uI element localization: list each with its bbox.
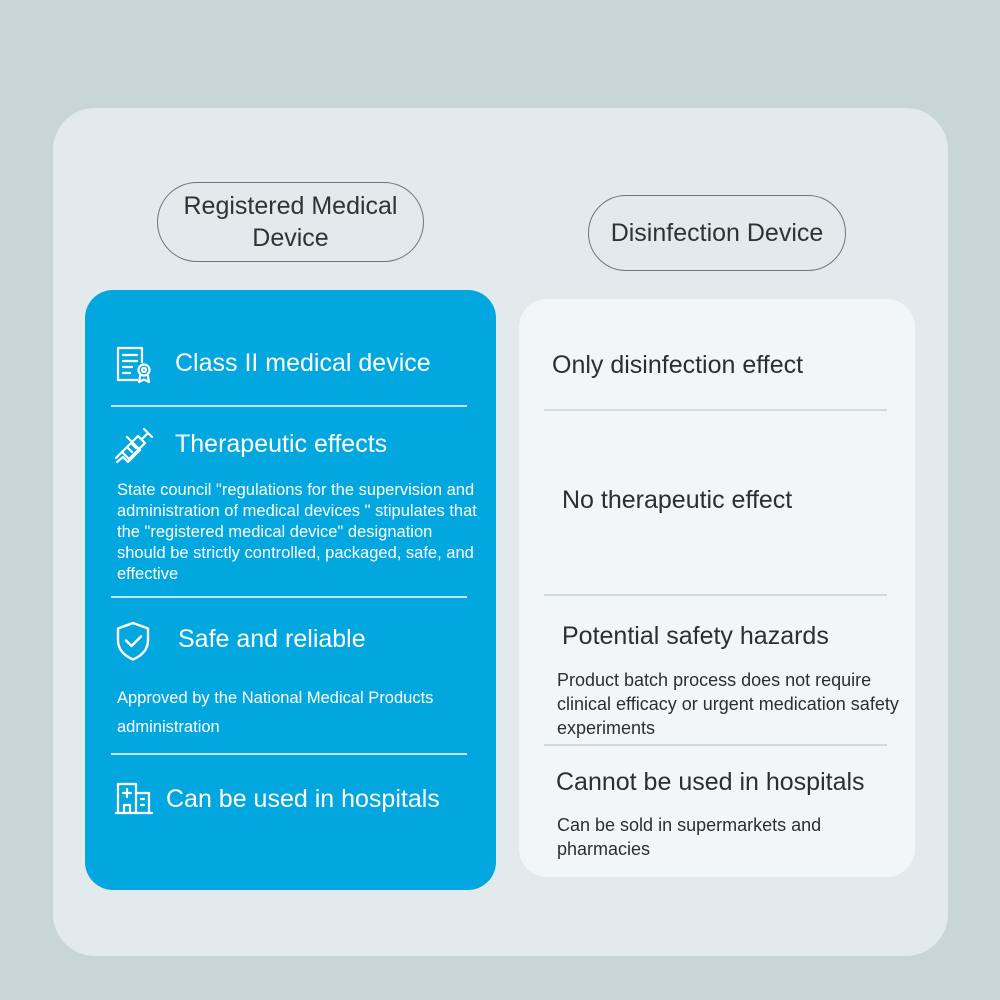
divider xyxy=(111,596,467,598)
safe-reliable-description: Approved by the National Medical Product… xyxy=(117,689,434,736)
divider xyxy=(111,405,467,407)
hospital-icon xyxy=(114,780,154,816)
class-ii-title: Class II medical device xyxy=(175,349,431,377)
divider xyxy=(544,594,887,596)
safety-hazards-title: Potential safety hazards xyxy=(562,622,829,650)
therapeutic-effects-title: Therapeutic effects xyxy=(175,430,388,458)
disinfection-device-header: Disinfection Device xyxy=(588,195,846,271)
divider xyxy=(111,753,467,755)
disinfection-device-label: Disinfection Device xyxy=(610,219,824,247)
divider xyxy=(544,409,887,411)
registered-medical-device-header: Registered Medical Device xyxy=(157,182,424,262)
disinfection-device-card xyxy=(519,299,915,877)
registered-device-card xyxy=(85,290,496,890)
divider xyxy=(544,744,887,746)
only-disinfection-title: Only disinfection effect xyxy=(552,351,804,379)
not-in-hospitals-description: Can be sold in supermarkets and pharmaci… xyxy=(557,815,822,859)
hospital-use-title: Can be used in hospitals xyxy=(166,785,440,813)
safe-reliable-title: Safe and reliable xyxy=(178,625,366,653)
certificate-icon xyxy=(113,345,153,385)
therapeutic-effects-description: State council "regulations for the super… xyxy=(117,481,477,583)
shield-check-icon xyxy=(115,620,151,662)
safety-hazards-description: Product batch process does not require c… xyxy=(557,670,899,738)
registered-medical-device-label: Registered Medical Device xyxy=(183,192,398,252)
no-therapeutic-title: No therapeutic effect xyxy=(562,486,793,514)
not-in-hospitals-title: Cannot be used in hospitals xyxy=(556,768,865,796)
syringe-icon xyxy=(113,424,155,466)
